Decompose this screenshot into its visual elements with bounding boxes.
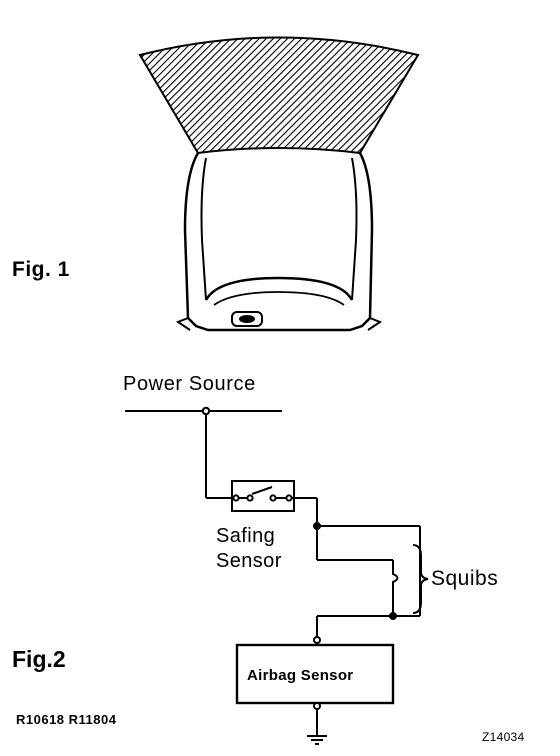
dashboard-outline xyxy=(204,276,354,301)
vehicle-inner-pillar-right xyxy=(351,157,358,301)
squib-element-1 xyxy=(392,560,399,616)
safing-sensor-box xyxy=(231,480,295,512)
fig1-label: Fig. 1 xyxy=(12,258,70,281)
vehicle-inner-pillar-left xyxy=(200,157,207,301)
squibs-label: Squibs xyxy=(431,567,499,590)
safing-sensor-label-line2: Sensor xyxy=(216,550,282,572)
reference-numbers: R10618 R11804 xyxy=(16,712,117,727)
fig2-circuit-diagram xyxy=(125,406,429,745)
figure-code: Z14034 xyxy=(482,730,525,744)
switch-terminal-2 xyxy=(246,494,254,502)
steering-hub-center xyxy=(239,315,255,323)
fig1-vehicle-illustration xyxy=(138,36,420,332)
power-source-label: Power Source xyxy=(123,373,256,395)
vehicle-body-outline xyxy=(183,152,374,332)
windshield-hatched-area xyxy=(138,36,420,155)
power-node xyxy=(201,406,211,416)
airbag-sensor-top-node xyxy=(313,636,321,644)
airbag-sensor-bottom-node xyxy=(313,702,321,710)
fig2-label: Fig.2 xyxy=(12,646,66,672)
switch-terminal-4 xyxy=(285,494,293,502)
mirror-right xyxy=(367,317,383,331)
dashboard-inner-line xyxy=(213,291,345,306)
safing-sensor-label: Safing Sensor xyxy=(216,524,282,574)
mirror-left xyxy=(175,317,191,331)
squibs-brace xyxy=(412,544,429,614)
steering-hub xyxy=(231,311,263,327)
airbag-sensor-label: Airbag Sensor xyxy=(247,667,354,684)
switch-lever xyxy=(251,486,273,495)
junction-lower xyxy=(389,612,397,620)
safing-sensor-label-line1: Safing xyxy=(216,525,276,547)
switch-terminal-3 xyxy=(269,494,277,502)
switch-terminal-1 xyxy=(232,494,240,502)
